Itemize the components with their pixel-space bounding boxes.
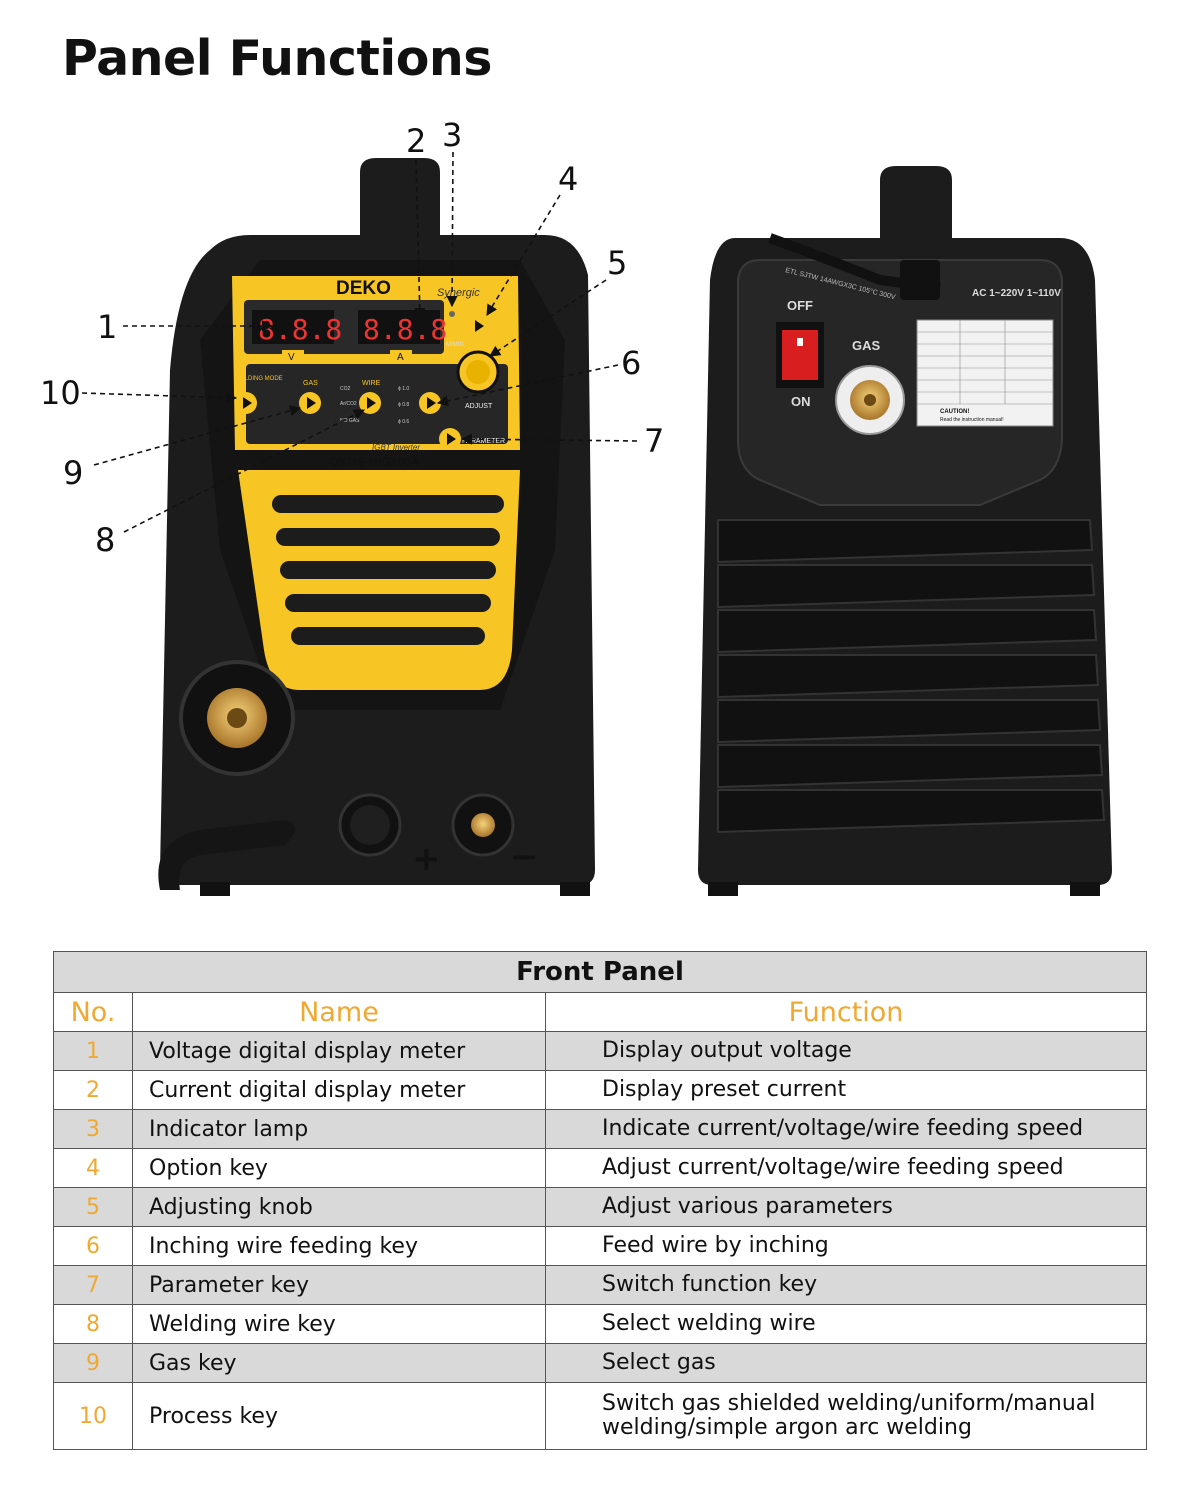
row-no: 2 [53, 1070, 133, 1110]
row-no: 8 [53, 1304, 133, 1344]
callout-2: 2 [406, 122, 426, 160]
callout-leaders [81, 151, 638, 533]
row-no: 6 [53, 1226, 133, 1266]
row-name: Inching wire feeding key [132, 1226, 546, 1266]
table-row: 6 Inching wire feeding key Feed wire by … [53, 1226, 1147, 1266]
row-function: Switch gas shielded welding/uniform/manu… [545, 1382, 1147, 1450]
callout-1: 1 [97, 308, 117, 346]
switch-off-label: OFF [787, 298, 813, 313]
header-function: Function [545, 992, 1147, 1032]
plus-sign: + [412, 839, 441, 879]
rear-unit: ETL SJTW 14AWGX3C 105°C 300V AC 1~220V 1… [698, 166, 1112, 896]
gas-label: GAS [303, 380, 318, 387]
row-function: Switch function key [545, 1265, 1147, 1305]
header-no: No. [53, 992, 133, 1032]
row-name: Gas key [132, 1343, 546, 1383]
wire-label: WIRE [362, 380, 381, 387]
gas-option-1: CO2 [340, 386, 351, 392]
table-caption: Front Panel [53, 951, 1147, 993]
inverter-label: IGBT Inverter [372, 443, 420, 452]
gas-option-2: Ar/CO2 [340, 401, 357, 407]
rear-gas-label: GAS [852, 338, 881, 353]
brand-logo: DEKO [336, 278, 391, 299]
table-row: 2 Current digital display meter Display … [53, 1070, 1147, 1110]
speed-label: M/MIN [446, 342, 464, 348]
row-name: Current digital display meter [132, 1070, 546, 1110]
row-function: Select welding wire [545, 1304, 1147, 1344]
rating-caution: CAUTION! [940, 409, 969, 415]
callout-6: 6 [621, 344, 641, 382]
callout-7: 7 [644, 422, 664, 460]
row-no: 10 [53, 1382, 133, 1450]
row-no: 1 [53, 1031, 133, 1071]
callout-numbers: 1 2 3 4 5 6 7 8 9 10 [40, 116, 664, 559]
row-function: Feed wire by inching [545, 1226, 1147, 1266]
front-panel-table: Front Panel No. Name Function 1 Voltage … [53, 951, 1147, 1450]
welding-mode-label: WELDING MODE [235, 376, 283, 382]
row-function: Indicate current/voltage/wire feeding sp… [545, 1109, 1147, 1149]
product-figure: DEKO Synergic 8.8.8 8.8.8 V A M/MIN ADJU… [40, 116, 1112, 896]
callout-3: 3 [442, 116, 462, 154]
table-row: 9 Gas key Select gas [53, 1343, 1147, 1383]
table-row: 7 Parameter key Switch function key [53, 1265, 1147, 1305]
current-display [358, 310, 440, 344]
row-function: Adjust various parameters [545, 1187, 1147, 1227]
row-name: Welding wire key [132, 1304, 546, 1344]
rear-vent-fins [717, 519, 1106, 834]
row-function: Select gas [545, 1343, 1147, 1383]
adjust-label: ADJUST [465, 403, 493, 410]
callout-9: 9 [63, 454, 83, 492]
row-name: Indicator lamp [132, 1109, 546, 1149]
table-row: 5 Adjusting knob Adjust various paramete… [53, 1187, 1147, 1227]
minus-sign: − [510, 837, 539, 877]
callout-5: 5 [607, 244, 627, 282]
wire-option-3: ϕ 0.6 [398, 419, 409, 425]
row-name: Process key [132, 1382, 546, 1450]
rating-note: Read the instruction manual! [940, 417, 1004, 423]
model-label: DKUS-MIG200A [330, 455, 420, 469]
row-function: Adjust current/voltage/wire feeding spee… [545, 1148, 1147, 1188]
unit-a-label: A [397, 352, 404, 363]
callout-4: 4 [558, 160, 578, 198]
row-no: 3 [53, 1109, 133, 1149]
row-no: 4 [53, 1148, 133, 1188]
row-no: 9 [53, 1343, 133, 1383]
table-row: 3 Indicator lamp Indicate current/voltag… [53, 1109, 1147, 1149]
row-name: Adjusting knob [132, 1187, 546, 1227]
callout-10: 10 [40, 374, 81, 412]
page-title: Panel Functions [62, 30, 492, 87]
table-row: 8 Welding wire key Select welding wire [53, 1304, 1147, 1344]
gas-option-3: NO GAS [340, 418, 360, 424]
row-function: Display preset current [545, 1070, 1147, 1110]
unit-v-label: V [288, 352, 295, 363]
table-row: 10 Process key Switch gas shielded weldi… [53, 1382, 1147, 1450]
power-rating-label: AC 1~220V 1~110V [972, 288, 1061, 299]
switch-on-label: ON [791, 394, 811, 409]
table-row: 4 Option key Adjust current/voltage/wire… [53, 1148, 1147, 1188]
wire-option-2: ϕ 0.8 [398, 402, 409, 408]
rating-plate [916, 319, 1054, 427]
front-unit: DEKO Synergic 8.8.8 8.8.8 V A M/MIN ADJU… [158, 158, 595, 896]
voltage-display-digits: 8.8.8 [258, 313, 342, 346]
row-no: 5 [53, 1187, 133, 1227]
row-name: Parameter key [132, 1265, 546, 1305]
synergic-label: Synergic [437, 287, 480, 299]
wire-option-1: ϕ 1.0 [398, 386, 409, 392]
indicator-lamp [449, 311, 455, 317]
row-name: Option key [132, 1148, 546, 1188]
row-no: 7 [53, 1265, 133, 1305]
row-name: Voltage digital display meter [132, 1031, 546, 1071]
row-function: Display output voltage [545, 1031, 1147, 1071]
current-display-digits: 8.8.8 [363, 313, 447, 346]
parameter-label: PARAMETER [462, 438, 505, 445]
header-name: Name [132, 992, 546, 1032]
table-row: 1 Voltage digital display meter Display … [53, 1031, 1147, 1071]
callout-8: 8 [95, 521, 115, 559]
